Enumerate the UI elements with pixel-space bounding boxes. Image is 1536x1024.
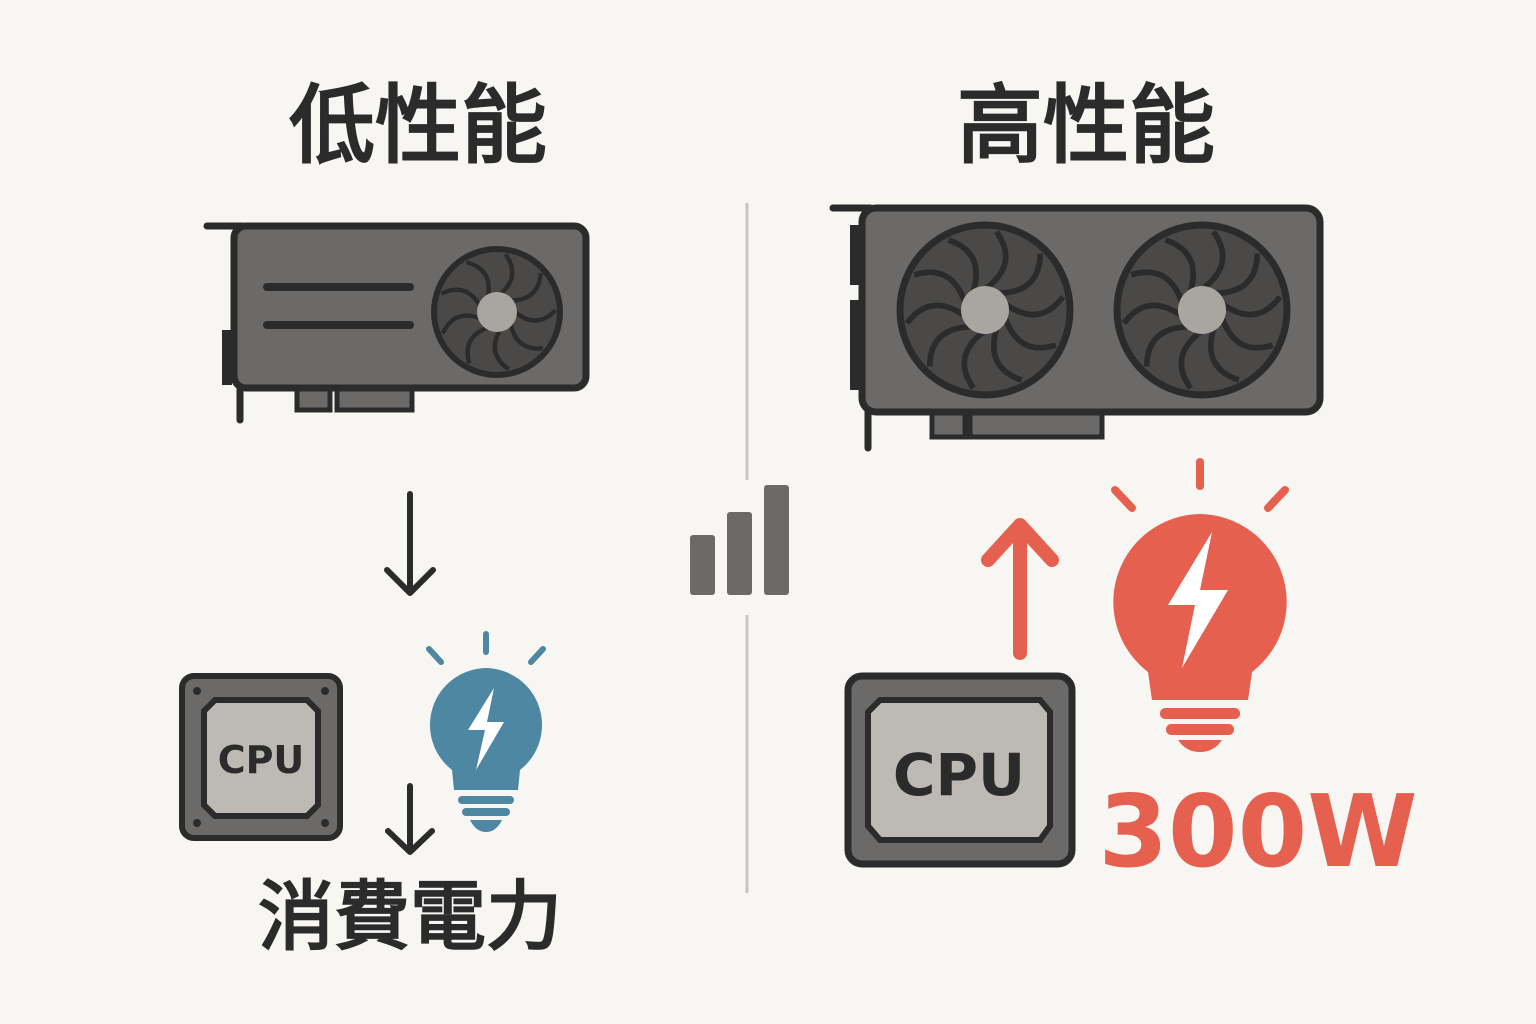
down-arrow-small-icon (385, 783, 435, 855)
power-value: 300W (1098, 773, 1417, 890)
lightbulb-icon (426, 631, 546, 832)
up-arrow-icon (981, 518, 1059, 660)
bar-chart-icon (690, 485, 789, 595)
low-end-gpu-icon (203, 222, 590, 424)
low-performance-title: 低性能 (289, 76, 547, 176)
down-arrow-icon (384, 491, 436, 596)
cpu-chip-icon: CPU (179, 673, 343, 841)
high-performance-title: 高性能 (957, 76, 1215, 176)
high-end-gpu-icon (829, 204, 1324, 452)
cpu-label: CPU (893, 741, 1025, 809)
cpu-label: CPU (218, 738, 305, 782)
fan-icon (431, 246, 563, 378)
fan-icon (1113, 221, 1291, 399)
fan-icon (896, 221, 1074, 399)
power-consumption-label: 消費電力 (258, 872, 562, 961)
cpu-chip-icon: CPU (844, 672, 1076, 868)
lightbulb-icon (1111, 458, 1289, 752)
